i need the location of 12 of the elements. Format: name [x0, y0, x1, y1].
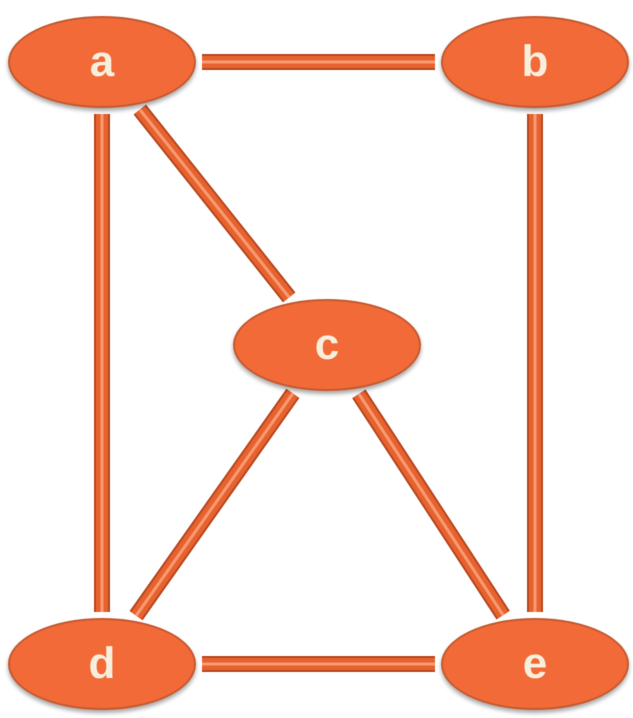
node-label: d	[88, 642, 116, 686]
connector-bar	[130, 388, 300, 620]
node-label: b	[522, 40, 548, 84]
node-label: c	[314, 323, 340, 367]
connector-bar	[202, 656, 435, 672]
connector-bar	[94, 114, 110, 612]
connector-bar	[352, 389, 510, 620]
connector-bar	[202, 54, 435, 70]
node-label: e	[522, 642, 548, 686]
connector-bar	[527, 114, 543, 612]
connector-bar	[134, 104, 296, 302]
node-label: a	[90, 40, 114, 84]
